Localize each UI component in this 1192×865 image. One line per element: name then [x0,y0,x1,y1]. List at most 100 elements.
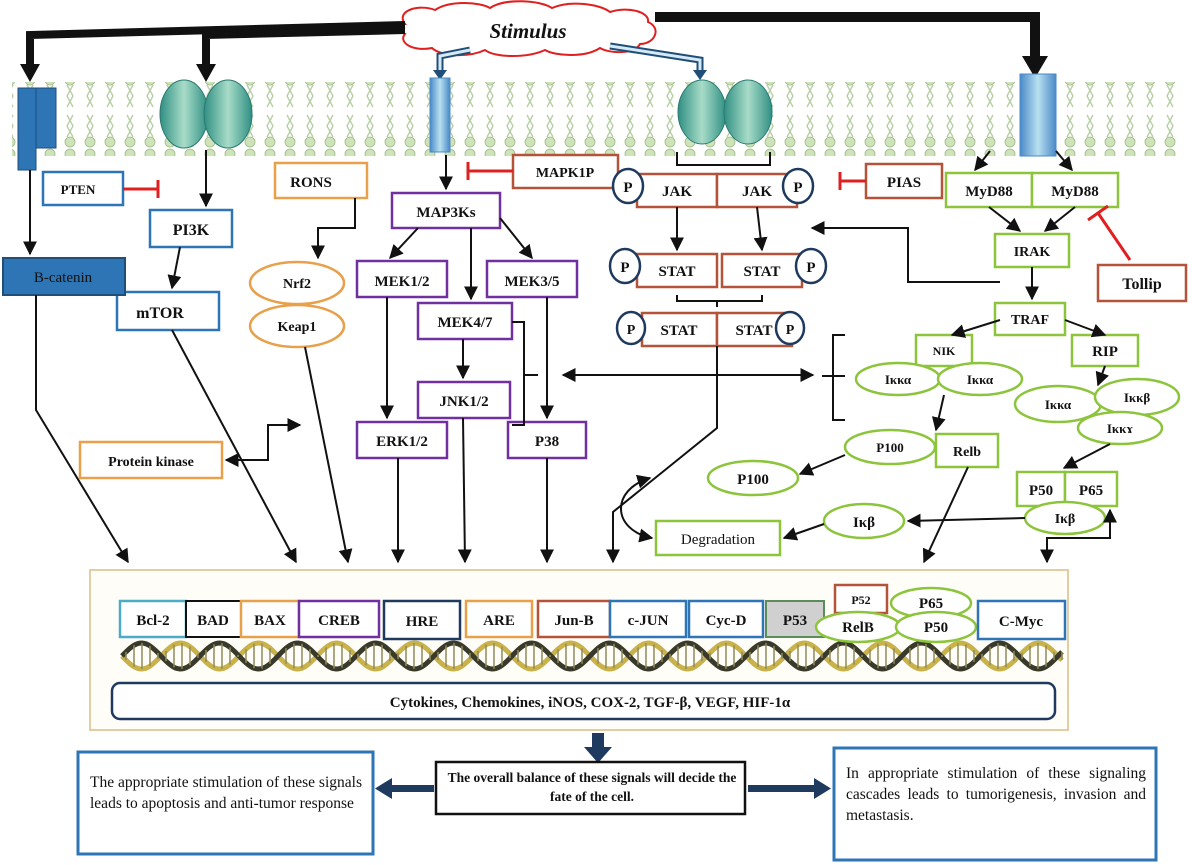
stimulus-arrows [20,12,1048,82]
outcome-left-box [76,750,375,856]
gene-bad: BAD [197,613,229,629]
gene-cmyc-box [976,599,1067,641]
pias-label: PIAS [887,175,921,191]
stat-left-label: STAT [659,264,696,280]
jak-left-label: JAK [662,184,692,200]
mapk1p-box [511,153,620,190]
nik-label: NIK [933,344,956,358]
degradation-label: Degradation [681,532,756,548]
phospho-p: P [786,323,795,338]
rons-box [273,161,369,200]
products-box [110,681,1057,721]
rip-label: RIP [1092,344,1118,360]
erk12-box [355,420,449,460]
jak-right-label: JAK [742,184,772,200]
gene-bad-box [185,600,242,638]
gene-cycd: Cyc-D [706,613,747,629]
inhibition-bars [123,162,1132,261]
ikky-ellipse [1076,410,1164,446]
relb-label: Relb [953,445,981,460]
pten-label: PTEN [61,182,96,197]
myd88-left-label: MyD88 [965,184,1013,200]
mek12-label: MEK1/2 [375,274,430,290]
outcome-arrows [375,733,831,799]
gene-hre: HRE [406,614,439,630]
receptor-jak [677,79,773,145]
phospho-p: P [806,260,815,276]
gene-p50-ellipse [894,610,978,644]
rons-label: RONS [290,175,332,191]
phospho-p: P [793,180,802,196]
traf-label: TRAF [1011,313,1049,328]
stimulus-cloud: Stimulus [397,0,657,57]
p65-label: P65 [1079,483,1103,499]
gene-are-box [464,599,534,639]
map3ks-label: MAP3Ks [416,205,475,221]
traf-box [993,301,1067,337]
gene-creb: CREB [318,613,360,629]
ikky-label: Iκκɤ [1107,421,1133,436]
myd88-right-label: MyD88 [1051,184,1099,200]
pten-box [41,170,125,207]
ikka-label-1: Iκκα [885,372,912,387]
gene-cmyc: C-Myc [999,614,1043,630]
outcome-center-text: The overall balance of these signals wil… [447,770,737,804]
mek47-label: MEK4/7 [438,315,493,331]
gene-cjun-box [608,599,688,639]
gene-bcl2: Bcl-2 [136,613,169,629]
p38-label: P38 [535,434,559,450]
protein-kinase-box [78,440,224,480]
stat-dimer-right-label: STAT [736,323,773,339]
tollip-label: Tollip [1122,276,1162,293]
gene-p52: P52 [851,593,870,607]
p100-label-top: P100 [876,440,903,455]
mek47-box [416,301,514,341]
stimulus-label: Stimulus [489,19,566,43]
nik-box [914,333,974,368]
gene-cycd-box [687,599,765,639]
keap1-ellipse [248,303,346,349]
gene-row: Bcl-2 BAD BAX CREB HRE ARE Jun-B c-JUN C… [118,583,1067,644]
gene-junb: Jun-B [554,613,593,629]
nrf2-label: Nrf2 [283,277,311,292]
outcome-center-box [434,760,747,816]
phospho-markers: P P P P P P [608,167,828,346]
gene-are: ARE [483,613,515,629]
irak-label: IRAK [1014,245,1051,260]
ikkb-label: Iκκβ [1124,390,1150,405]
products-label: Cytokines, Chemokines, iNOS, COX-2, TGF-… [390,695,791,711]
dna-helix-icon [120,640,1064,672]
connector-arrows [23,150,1117,564]
stat-right-label: STAT [744,264,781,280]
jnk12-label: JNK1/2 [439,394,488,410]
bcatenin-box [2,257,126,296]
gene-bax: BAX [254,613,286,629]
phospho-p: P [623,180,632,196]
outcome-right-box [832,746,1158,862]
gene-p53: P53 [783,613,807,629]
ikb-label-right: Iκβ [1055,512,1076,527]
gene-creb-box [297,599,381,639]
mek35-label: MEK3/5 [505,274,560,290]
mapk1p-label: MAPK1P [536,166,595,181]
erk12-label: ERK1/2 [376,434,428,450]
ikb-ellipse [822,502,906,540]
p38-box [506,420,588,460]
gene-p65: P65 [919,596,943,612]
ikka-ellipse-2 [936,361,1024,397]
tollip-box [1096,263,1188,303]
p50-box [1015,470,1067,508]
degradation-box [654,519,782,557]
p100-ellipse [706,459,800,497]
ikka-label-3: Iκκα [1045,397,1072,412]
p65-box [1063,470,1119,508]
keap1-label: Keap1 [278,320,317,335]
p50-label: P50 [1029,483,1053,499]
irak-box [993,232,1071,269]
receptor-mapk [429,77,451,153]
receptor-tlr [1019,73,1057,157]
gene-p53-box [765,600,825,638]
map3ks-box [390,191,502,230]
pi3k-label: PI3K [173,222,210,239]
